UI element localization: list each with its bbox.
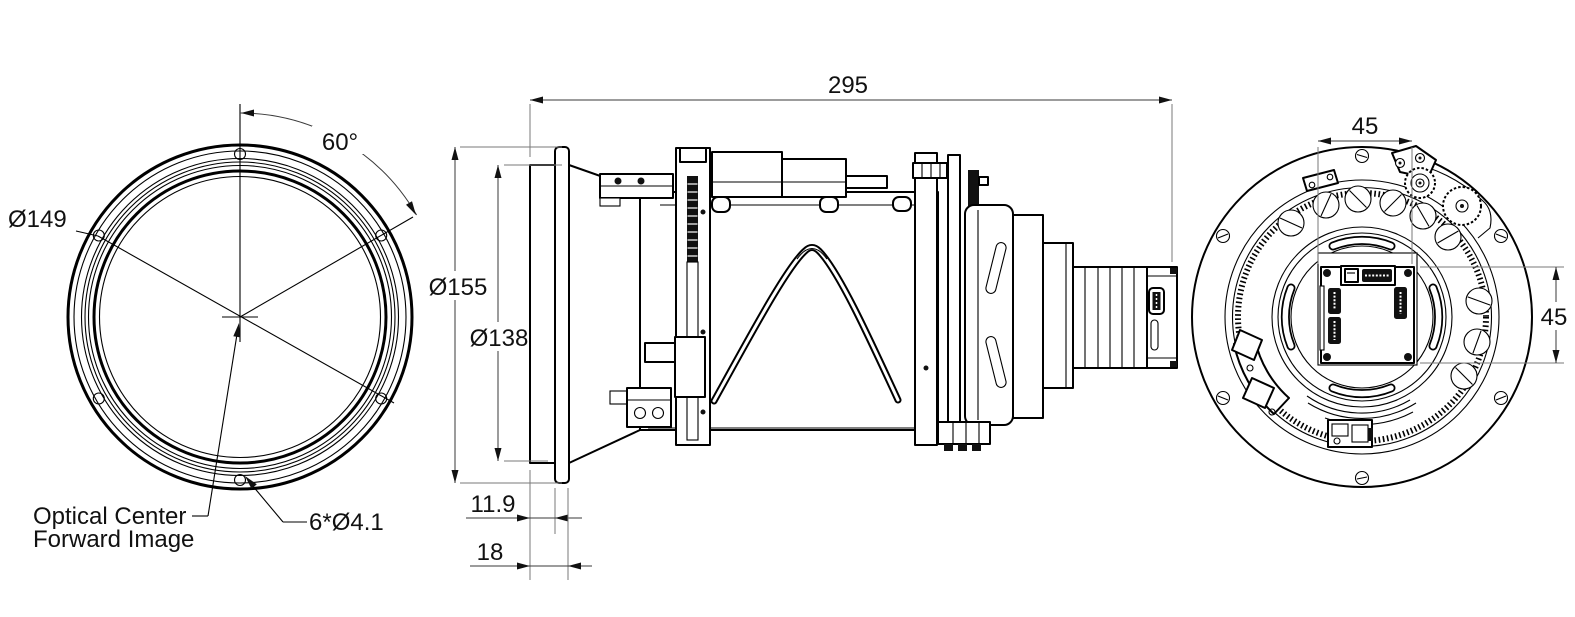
mount-height-label: 45 <box>1541 304 1568 331</box>
bolt-hole <box>233 473 247 487</box>
top-motor-assembly <box>711 151 912 213</box>
front-ring-geometry <box>66 104 414 491</box>
terminal-block <box>937 421 991 451</box>
hole-angle-label: 60° <box>322 129 358 156</box>
note-optical-center: Optical Center Forward Image <box>33 323 241 553</box>
dim-front-depth-11-9: 11.9 <box>466 470 582 580</box>
cable-loop <box>710 244 902 405</box>
cylinder-2 <box>1042 242 1074 389</box>
flange-diameter-label: Ø155 <box>429 274 488 301</box>
left-clamp-band <box>1231 329 1290 416</box>
rear-bulkhead <box>912 152 961 446</box>
front-top-bracket <box>599 173 674 207</box>
rear-geometry <box>1191 145 1533 488</box>
top-left-bracket <box>1302 169 1339 192</box>
dim-barrel-diameter-138: Ø138 <box>469 164 562 462</box>
optical-center-note-line1: Optical Center <box>33 503 186 530</box>
link-rod <box>845 175 888 189</box>
left-connector-2-icon <box>1328 317 1341 344</box>
dim-hole-angle-60: 60° <box>239 109 418 318</box>
optical-center-note-line2: Forward Image <box>33 526 194 553</box>
front-barrel-plate <box>529 164 556 464</box>
dim-overall-length-295: 295 <box>529 72 1173 262</box>
gear-train <box>1391 145 1492 239</box>
rear-view: 45 45 <box>1191 113 1573 488</box>
dim-flange-depth-18: 18 <box>470 488 592 580</box>
bolt-hole <box>92 229 105 242</box>
ribbed-section <box>1072 266 1148 369</box>
rack-strip <box>687 176 698 262</box>
end-cap <box>1146 266 1178 369</box>
side-view: 295 Ø155 Ø138 11.9 <box>428 72 1178 580</box>
rear-flange-disc <box>964 204 1014 426</box>
barrel-diameter-label: Ø138 <box>470 325 529 352</box>
hole-spec-label: 6*Ø4.1 <box>309 509 384 536</box>
front-depth-label: 11.9 <box>471 491 516 518</box>
bolt-hole <box>375 229 388 242</box>
bottom-bracket <box>1327 419 1373 448</box>
flange-plate <box>554 146 570 484</box>
mount-width-label: 45 <box>1352 113 1379 140</box>
overall-length-label: 295 <box>828 72 868 99</box>
dim-mount-height-45: 45 <box>1420 266 1573 364</box>
slider-block <box>674 336 706 398</box>
mount-square <box>1317 252 1418 366</box>
callout-hole-spec: 6*Ø4.1 <box>245 476 384 536</box>
threaded-rod <box>968 170 979 232</box>
bottom-left-bracket <box>609 387 672 428</box>
front-view: 60° Ø149 Optical Center Forward Image 6*… <box>8 104 418 553</box>
flange-depth-label: 18 <box>477 539 504 566</box>
dim-flange-diameter-155: Ø155 <box>428 146 562 484</box>
bolt-circle-label: Ø149 <box>8 206 67 233</box>
side-geometry <box>529 146 1178 484</box>
arc-slots <box>1280 235 1444 399</box>
bolt-hole <box>92 392 105 405</box>
dim-bolt-circle-149: Ø149 <box>8 206 395 404</box>
cylinder-1 <box>1012 214 1044 419</box>
slotted-screws <box>1277 185 1493 390</box>
outer-ring-screws <box>1215 148 1509 486</box>
dim-mount-width-45: 45 <box>1317 113 1413 264</box>
side-knob <box>644 342 676 363</box>
aux-connector-icon <box>1344 268 1359 283</box>
